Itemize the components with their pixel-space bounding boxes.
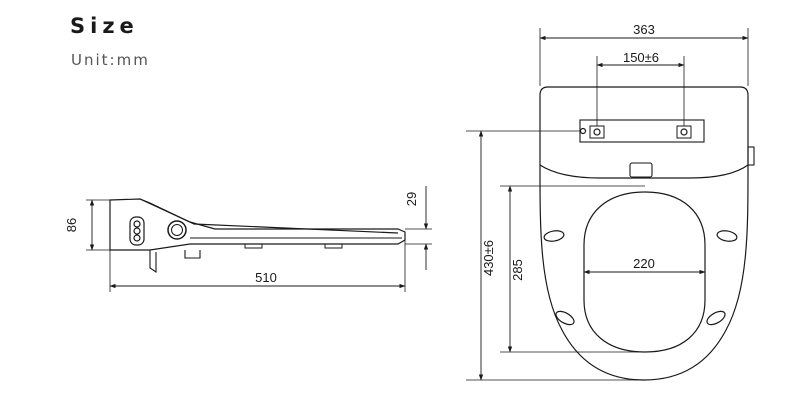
bumper-left-upper xyxy=(543,230,565,242)
dim-label-length: 510 xyxy=(255,270,277,285)
mounting-plate xyxy=(579,119,705,143)
seat-outline xyxy=(539,86,749,381)
top-view xyxy=(466,28,755,381)
diagram-title: Size xyxy=(70,14,139,38)
side-knob xyxy=(747,146,755,166)
lid-side-profile xyxy=(139,198,399,234)
hinge-cover xyxy=(539,164,749,179)
center-latch xyxy=(629,162,653,178)
seat-side-profile xyxy=(109,198,406,251)
dim-label-thickness: 29 xyxy=(404,192,419,206)
hinge-circle xyxy=(167,220,187,240)
bumper-right-lower xyxy=(706,310,726,326)
dim-label-height: 86 xyxy=(64,218,79,232)
bumper-left-lower xyxy=(555,310,575,326)
unit-label: Unit:mm xyxy=(71,51,150,69)
control-panel xyxy=(129,216,145,246)
dim-label-hinge-spacing: 150±6 xyxy=(623,50,659,65)
dim-label-opening-width: 220 xyxy=(633,256,655,271)
bumper-right-upper xyxy=(716,230,738,242)
dim-label-overall-width: 363 xyxy=(633,22,655,37)
dim-label-opening-length: 285 xyxy=(510,259,525,281)
side-view xyxy=(86,186,432,292)
dim-label-overall-length: 430±6 xyxy=(481,240,496,276)
